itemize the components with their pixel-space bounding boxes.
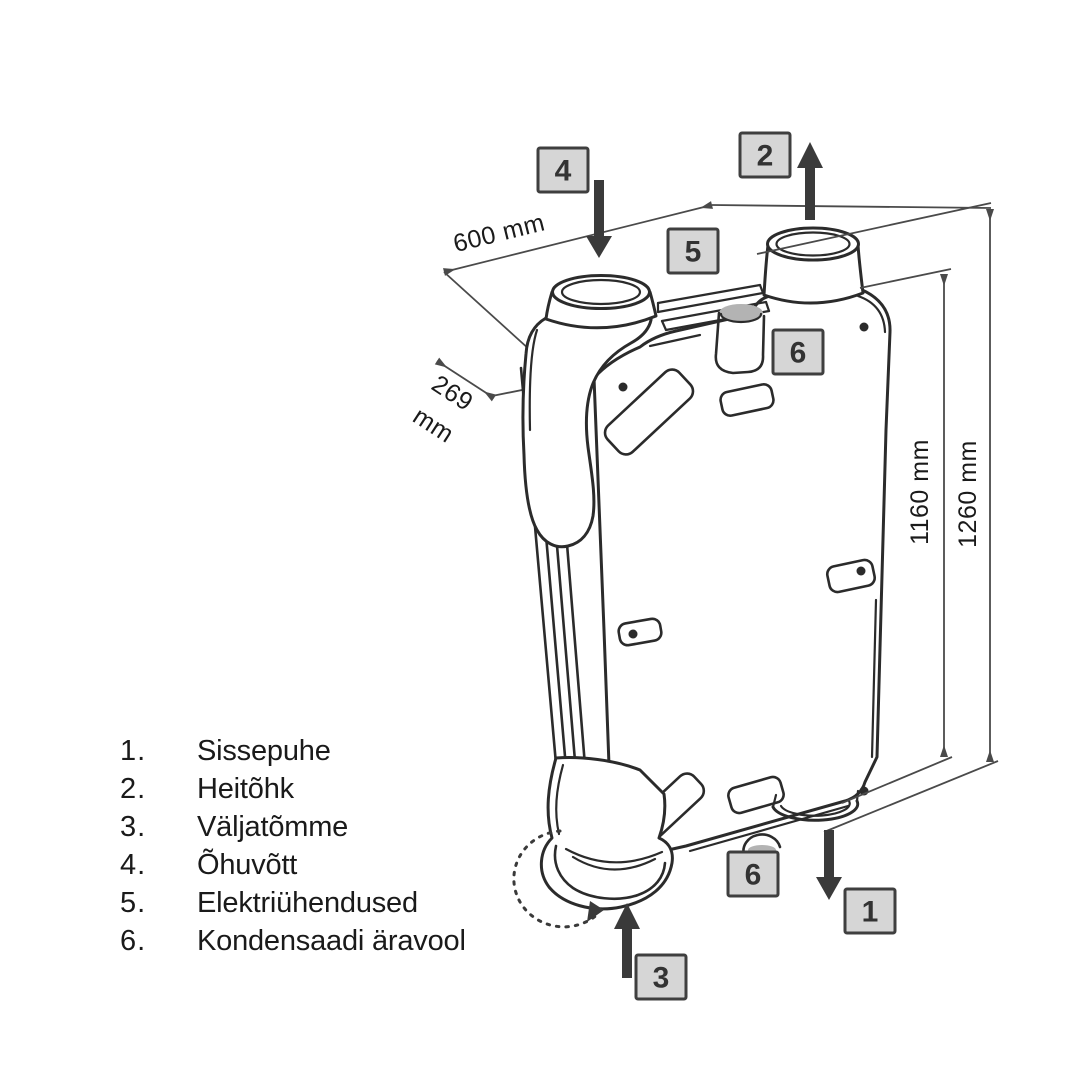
rotation-arc (512, 829, 601, 929)
right-duct-collar (762, 226, 865, 305)
callout-3-label: 3 (653, 962, 670, 995)
callout-4-label: 4 (555, 155, 572, 188)
supply-down-arrow (816, 830, 842, 900)
top-plane-back-edge (711, 204, 992, 209)
extract-up-arrow (614, 903, 640, 978)
callout-4-air-intake: 4 (536, 146, 590, 194)
callout-6-condensate-top: 6 (771, 328, 825, 376)
depth-dimension-line (434, 357, 497, 402)
legend-label: Heitõhk (197, 773, 294, 805)
legend-num: 5. (120, 887, 147, 919)
bulge-inner-line (528, 328, 539, 432)
callout-2-label: 2 (757, 140, 774, 173)
top-edge-inner-line (648, 333, 702, 348)
callout-5-label: 5 (685, 236, 702, 269)
callout-2-exhaust-air: 2 (738, 131, 792, 179)
rotation-arc-arrowhead (587, 901, 604, 922)
slot-top-left (603, 368, 695, 456)
top-right-corner-inner-line (856, 294, 887, 334)
legend-label: Väljatõmme (197, 811, 349, 843)
callout-6-top-label: 6 (790, 337, 807, 370)
unit-body (512, 226, 892, 929)
width-dimension-label: 600 mm (450, 208, 547, 258)
slot-top-middle (719, 383, 775, 417)
legend-label: Kondensaadi äravool (197, 925, 466, 957)
intake-down-arrow (586, 180, 612, 258)
airflow-arrows (586, 142, 842, 978)
callouts: 4 2 5 6 6 1 3 (536, 131, 897, 1001)
callout-6-bottom-label: 6 (745, 859, 762, 892)
width-dimension-line (443, 201, 713, 276)
legend-num: 3. (120, 811, 147, 843)
callout-3-extract-air: 3 (634, 953, 688, 1001)
legend-item-kondensaadi-aravool: 6. Kondensaadi äravool (120, 925, 466, 963)
legend-label: Elektriühendused (197, 887, 418, 919)
legend: 1. Sissepuhe 2. Heitõhk 3. Väljatõmme 4.… (120, 735, 466, 963)
callout-6-condensate-bottom: 6 (726, 850, 780, 898)
legend-item-sissepuhe: 1. Sissepuhe (120, 735, 466, 773)
bottom-edge-inner-line (688, 804, 850, 853)
legend-item-elektriuhendused: 5. Elektriühendused (120, 887, 466, 925)
witness-lines (756, 202, 999, 833)
left-duct-collar (544, 274, 658, 330)
condensate-gland-top (714, 304, 766, 375)
legend-item-ohuvott: 4. Õhuvõtt (120, 849, 466, 887)
legend-num: 4. (120, 849, 147, 881)
body-height-dimension-label: 1160 mm (906, 439, 934, 545)
legend-label: Õhuvõtt (197, 849, 298, 881)
legend-item-heitohk: 2. Heitõhk (120, 773, 466, 811)
callout-5-electrical: 5 (666, 227, 720, 275)
slot-bottom-middle (727, 775, 785, 815)
callout-1-supply-air: 1 (843, 887, 897, 935)
legend-num: 6. (120, 925, 147, 957)
exhaust-up-arrow (797, 142, 823, 220)
slot-mid-left (617, 617, 663, 647)
extract-duct-foot (540, 756, 674, 911)
legend-item-valjatomme: 3. Väljatõmme (120, 811, 466, 849)
right-edge-inner-line (870, 598, 878, 759)
total-height-dimension-label: 1260 mm (954, 440, 982, 548)
legend-label: Sissepuhe (197, 735, 331, 767)
legend-num: 1. (120, 735, 147, 767)
top-plane-left-edge (443, 271, 531, 351)
callout-1-label: 1 (862, 896, 879, 929)
legend-num: 2. (120, 773, 147, 805)
